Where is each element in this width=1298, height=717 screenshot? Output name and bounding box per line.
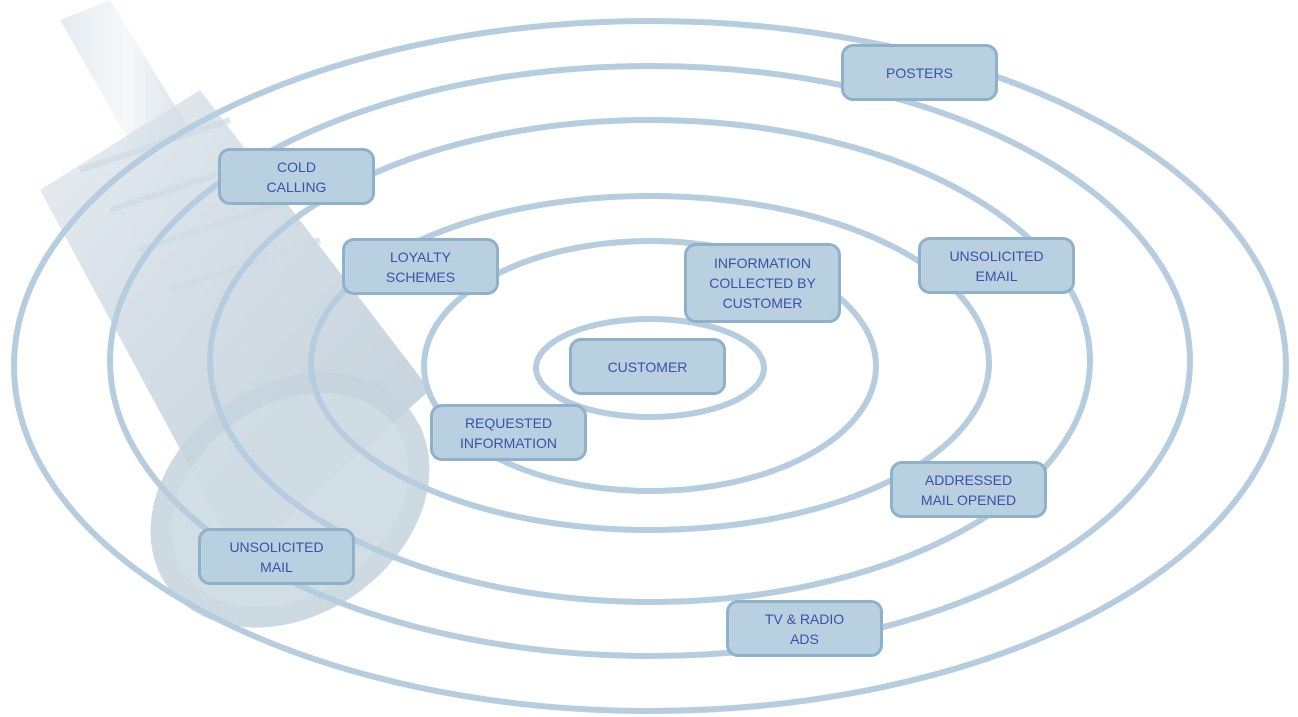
label-requested-information: REQUESTED INFORMATION bbox=[430, 404, 587, 461]
ring-2 bbox=[421, 238, 879, 494]
ring-5 bbox=[107, 63, 1193, 659]
label-unsolicited-email: UNSOLICITED EMAIL bbox=[918, 237, 1075, 294]
label-addressed-mail-opened: ADDRESSED MAIL OPENED bbox=[890, 461, 1047, 518]
ring-6 bbox=[11, 18, 1289, 714]
ring-4 bbox=[207, 117, 1093, 605]
label-tv-radio-ads: TV & RADIO ADS bbox=[726, 600, 883, 657]
ring-1 bbox=[533, 316, 767, 420]
ring-3 bbox=[308, 193, 992, 533]
label-unsolicited-mail: UNSOLICITED MAIL bbox=[198, 528, 355, 585]
label-cold-calling: COLD CALLING bbox=[218, 148, 375, 205]
label-customer: CUSTOMER bbox=[569, 338, 726, 395]
label-loyalty-schemes: LOYALTY SCHEMES bbox=[342, 238, 499, 295]
label-information-collected: INFORMATION COLLECTED BY CUSTOMER bbox=[684, 243, 841, 323]
label-posters: POSTERS bbox=[841, 44, 998, 101]
